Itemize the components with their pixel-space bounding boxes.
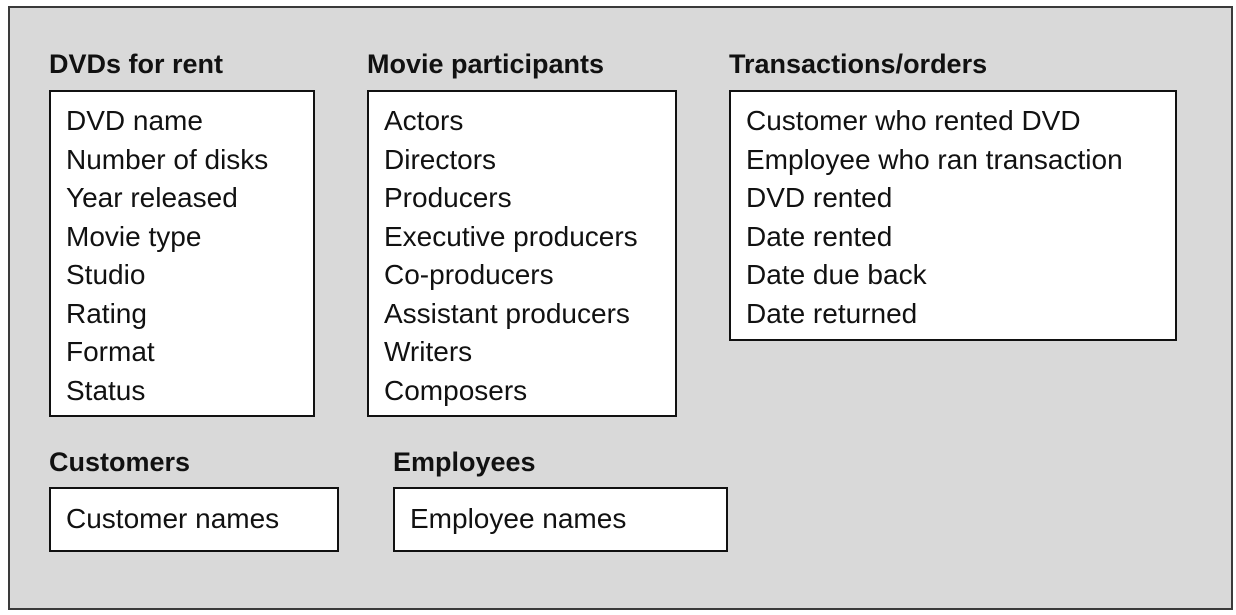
attribute-item: Customer who rented DVD — [746, 105, 1081, 136]
attribute-item: Employee who ran transaction — [746, 143, 1123, 175]
attribute-item: Studio — [66, 259, 146, 290]
group-title: Transactions/orders — [729, 49, 988, 79]
attribute-item: Format — [66, 336, 155, 367]
attribute-item: Co-producers — [384, 259, 554, 290]
attribute-box: Actors Directors Producers Executive pro… — [367, 90, 677, 417]
attribute-item: Status — [66, 374, 146, 406]
attribute-item: Number of disks — [66, 143, 269, 175]
attribute-item: Actors — [384, 105, 464, 136]
attribute-item: Producers — [384, 182, 512, 213]
attribute-item: Customer names — [66, 503, 280, 534]
attribute-box: Employee names — [393, 487, 728, 552]
attribute-item: Assistant producers — [384, 297, 630, 329]
attribute-item: DVD name — [66, 105, 203, 136]
group-title: DVDs for rent — [49, 49, 224, 79]
attribute-item: Employee names — [410, 503, 627, 534]
group-title: Customers — [49, 447, 191, 477]
attribute-item: Date rented — [746, 220, 893, 252]
group-title: Movie participants — [367, 49, 605, 79]
attribute-item: Writers — [384, 336, 473, 367]
group-title: Employees — [393, 447, 536, 477]
attribute-item: Year released — [66, 182, 238, 213]
attribute-item: Date due back — [746, 259, 927, 290]
attribute-box: DVD name Number of disks Year released M… — [49, 90, 315, 417]
attribute-box: Customer names — [49, 487, 339, 552]
attribute-item: Movie type — [66, 220, 202, 252]
attribute-item: DVD rented — [746, 182, 893, 213]
attribute-item: Composers — [384, 374, 528, 406]
attribute-item: Rating — [66, 297, 147, 329]
attribute-box: Customer who rented DVD Employee who ran… — [729, 90, 1177, 341]
attribute-item: Executive producers — [384, 220, 638, 252]
attribute-item: Directors — [384, 143, 497, 175]
attribute-item: Date returned — [746, 297, 918, 329]
